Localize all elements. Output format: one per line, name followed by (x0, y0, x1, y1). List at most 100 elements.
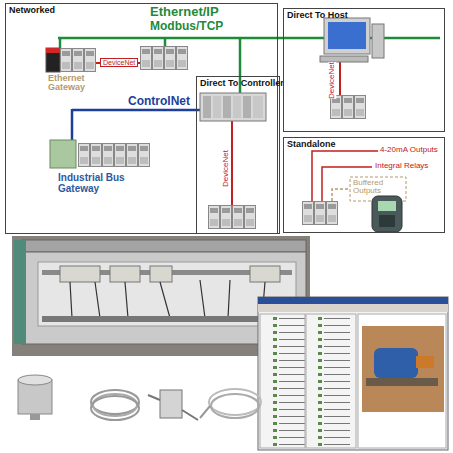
io-module (85, 49, 96, 72)
device-label: Ethernet Gateway (48, 74, 98, 93)
pc-tower (372, 24, 384, 58)
rack-slot (243, 96, 251, 118)
io-module (177, 47, 188, 70)
meter-keys (379, 215, 395, 227)
list-panel (306, 314, 356, 448)
network-name: Modbus/TCP (150, 20, 223, 33)
io-module (139, 144, 150, 167)
rack-slot (213, 96, 221, 118)
io-module (303, 202, 314, 225)
monitor-screen (328, 22, 366, 49)
machine-photo (362, 326, 444, 412)
rack-slot (203, 96, 211, 118)
device-label: Industrial Bus Gateway (58, 173, 128, 194)
standalone-device (303, 202, 338, 225)
devicenet-line (231, 120, 233, 205)
back-plate (38, 262, 296, 326)
host-computer (320, 18, 384, 62)
network-name: DeviceNet (222, 150, 230, 187)
junction-box (160, 390, 182, 418)
controlnet-line (72, 109, 200, 112)
rack-slot (223, 96, 231, 118)
frame-title: Standalone (287, 139, 336, 149)
network-name: ControlNet (128, 95, 190, 108)
controlnet-bus (72, 109, 200, 140)
io-module (103, 144, 114, 167)
gateway-head (50, 140, 76, 168)
controller-rack (200, 93, 266, 121)
io-module (73, 49, 84, 72)
network-name: DeviceNet (100, 58, 138, 67)
mounting-stud (30, 414, 40, 420)
cable-coil (93, 394, 137, 416)
io-module (355, 96, 366, 119)
menu-bar (258, 304, 448, 312)
panel-module (150, 266, 172, 282)
rack-slot (233, 96, 241, 118)
io-module (79, 144, 90, 167)
monitor (324, 18, 370, 54)
ethernet-drop (164, 38, 167, 47)
window-frame (258, 297, 448, 450)
title-bar (258, 297, 448, 304)
frame-title: Direct To Host (287, 10, 348, 20)
io-module (91, 144, 102, 167)
ethernet-gateway-device (46, 48, 96, 72)
panel-wiring (70, 280, 265, 318)
gateway-stripe (46, 48, 60, 53)
io-module (153, 47, 164, 70)
sensor-parts (18, 375, 261, 420)
frame-title: Networked (9, 5, 55, 15)
meter-screen (378, 201, 396, 211)
motor-base (366, 378, 438, 386)
motor (374, 348, 418, 378)
software-screenshot (258, 297, 448, 450)
network-name: Ethernet/IP (150, 5, 219, 19)
group-frame: Direct To Host (283, 8, 445, 132)
cable-coil (209, 389, 261, 415)
output-label: Integral Relays (375, 162, 428, 170)
ethernet-drop (59, 38, 62, 49)
meter-body (372, 196, 402, 232)
rack-body (200, 93, 266, 121)
accelerometer-top (18, 375, 52, 385)
devicenet-line (339, 58, 341, 95)
io-module (127, 144, 138, 167)
io-module (343, 96, 354, 119)
network-name: DeviceNet (328, 62, 336, 99)
enclosure-lid (22, 240, 306, 252)
handheld-meter (372, 196, 402, 232)
group-frame: Direct To Controller (196, 76, 280, 234)
cable-end (200, 406, 210, 418)
io-module (327, 202, 338, 225)
frame-title: Direct To Controller (200, 78, 284, 88)
buffer-wire (332, 189, 350, 201)
group-frame: NetworkedDirect To Controller (5, 3, 278, 234)
devicenet-device (141, 47, 188, 70)
cable-coil (211, 394, 259, 418)
image-panel (358, 314, 446, 448)
controlnet-drop (71, 109, 74, 140)
bus-gateway-device (50, 140, 150, 168)
gateway-head (46, 48, 60, 72)
cable-bundle (14, 240, 26, 344)
io-module (209, 206, 220, 229)
output-label: Buffered Outputs (353, 179, 403, 196)
standalone-wires (312, 151, 406, 201)
tree-panel (260, 314, 305, 448)
output-label: 4-20mA Outputs (380, 146, 438, 154)
junction-cable (148, 395, 198, 420)
io-module (115, 144, 126, 167)
coupling (416, 356, 434, 368)
io-module (233, 206, 244, 229)
rack-slot (253, 96, 263, 118)
panel-module (60, 266, 100, 282)
io-module (245, 206, 256, 229)
terminal-strip (42, 316, 292, 322)
host-io-device (331, 96, 366, 119)
io-module (141, 47, 152, 70)
io-module (221, 206, 232, 229)
